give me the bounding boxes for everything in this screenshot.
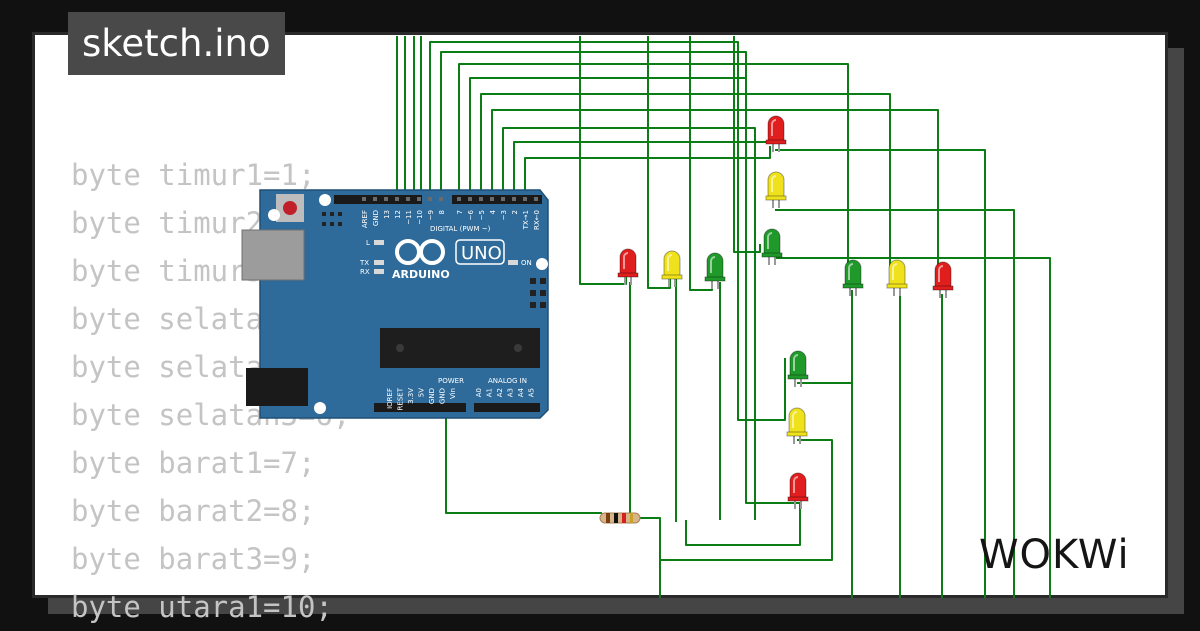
arduino-uno-board[interactable]: L TX RX ON DIGITAL (PWM ~) ARDUINO UNO P…	[241, 189, 549, 419]
digital-pin-label: 7	[456, 210, 464, 214]
circuit-diagram: L TX RX ON DIGITAL (PWM ~) ARDUINO UNO P…	[241, 36, 1051, 598]
wire	[775, 209, 1015, 598]
wire	[775, 257, 1051, 598]
resistor[interactable]	[599, 512, 641, 524]
power-pin-label: Vin	[449, 388, 457, 399]
digital-pin-label: ~3	[500, 210, 508, 220]
indicator-rx: RX	[360, 268, 370, 276]
wire	[480, 93, 891, 278]
wire	[491, 109, 939, 288]
code-line: byte utara1=10;	[71, 590, 333, 624]
wire	[469, 77, 746, 198]
wokwi-logo-text: WOKWi	[979, 532, 1130, 578]
power-label: POWER	[438, 377, 464, 385]
digital-pin-label: ~5	[478, 210, 486, 220]
led-red[interactable]	[765, 115, 787, 152]
digital-header	[334, 195, 542, 204]
digital-pin-label: ~9	[427, 210, 435, 220]
indicator-on: ON	[521, 259, 532, 267]
led-green[interactable]	[842, 259, 864, 296]
wire	[445, 412, 602, 514]
wire	[458, 63, 849, 278]
digital-pin-label: 4	[489, 209, 497, 214]
power-pin-label: GND	[428, 388, 436, 404]
analog-pin-label: A5	[528, 388, 536, 397]
wokwi-logo: WOKWi	[979, 532, 1130, 578]
indicator-l: L	[366, 239, 370, 247]
analog-pin-label: A4	[517, 387, 525, 397]
power-pin-label: 3.3V	[407, 388, 415, 404]
analog-pin-label: A3	[507, 388, 515, 397]
arduino-logo-icon	[395, 239, 445, 265]
wire	[685, 503, 801, 546]
digital-pin-label: AREF	[361, 210, 369, 228]
led-green[interactable]	[761, 228, 783, 265]
board-brand: ARDUINO	[392, 268, 450, 281]
indicator-tx: TX	[359, 259, 369, 267]
code-line: byte timur1=1;	[71, 158, 316, 192]
wire	[689, 36, 713, 291]
analog-pin-label: A1	[486, 388, 494, 397]
digital-label: DIGITAL (PWM ~)	[430, 225, 491, 233]
digital-pin-label: 13	[383, 210, 391, 219]
led-green[interactable]	[704, 252, 726, 289]
analog-pin-label: A2	[496, 388, 504, 397]
led-yellow[interactable]	[786, 407, 808, 444]
wire	[502, 127, 756, 520]
atmega-chip	[380, 328, 540, 368]
code-line: byte barat2=8;	[71, 494, 316, 528]
digital-pin-label: ~11	[405, 210, 413, 225]
digital-pin-label: TX→1	[522, 210, 530, 230]
led-red[interactable]	[617, 248, 639, 285]
wire	[775, 149, 986, 598]
digital-pin-label: 12	[394, 210, 402, 219]
code-line: byte barat1=7;	[71, 446, 316, 480]
analog-pin-label: A0	[475, 388, 483, 397]
power-jack	[246, 368, 308, 406]
led-yellow[interactable]	[886, 259, 908, 296]
digital-pin-label: 2	[511, 210, 519, 214]
wire	[429, 41, 786, 421]
wire	[660, 439, 833, 561]
wire	[647, 36, 671, 289]
analog-label: ANALOG IN	[488, 377, 527, 385]
power-header	[374, 403, 466, 412]
digital-pin-label: GND	[372, 210, 380, 226]
digital-pin-label: ~6	[467, 209, 475, 220]
wires	[396, 36, 1051, 598]
led-yellow[interactable]	[661, 250, 683, 287]
board-model: UNO	[461, 243, 502, 264]
wire	[513, 141, 775, 198]
power-pin-label: IOREF	[386, 388, 394, 409]
wire	[440, 51, 800, 504]
code-line: byte barat3=9;	[71, 542, 316, 576]
project-filename: sketch.ino	[68, 12, 285, 75]
usb-port	[241, 229, 305, 281]
led-green[interactable]	[787, 350, 809, 387]
analog-header	[474, 403, 540, 412]
wire	[640, 517, 661, 598]
digital-pin-label: 8	[438, 210, 446, 214]
wire	[733, 36, 761, 253]
led-red[interactable]	[932, 261, 954, 298]
wire	[579, 36, 627, 285]
digital-pin-label: RX←0	[533, 210, 541, 230]
power-pin-label: 5V	[418, 388, 426, 397]
wire	[797, 382, 853, 598]
digital-pin-label: ~10	[416, 210, 424, 225]
power-pin-label: RESET	[397, 387, 405, 410]
leds	[617, 115, 954, 509]
power-pin-label: GND	[439, 388, 447, 404]
led-yellow[interactable]	[765, 171, 787, 208]
project-card[interactable]: byte timur1=1;byte timur2=2;byte timur3=…	[32, 32, 1168, 624]
led-red[interactable]	[787, 472, 809, 509]
